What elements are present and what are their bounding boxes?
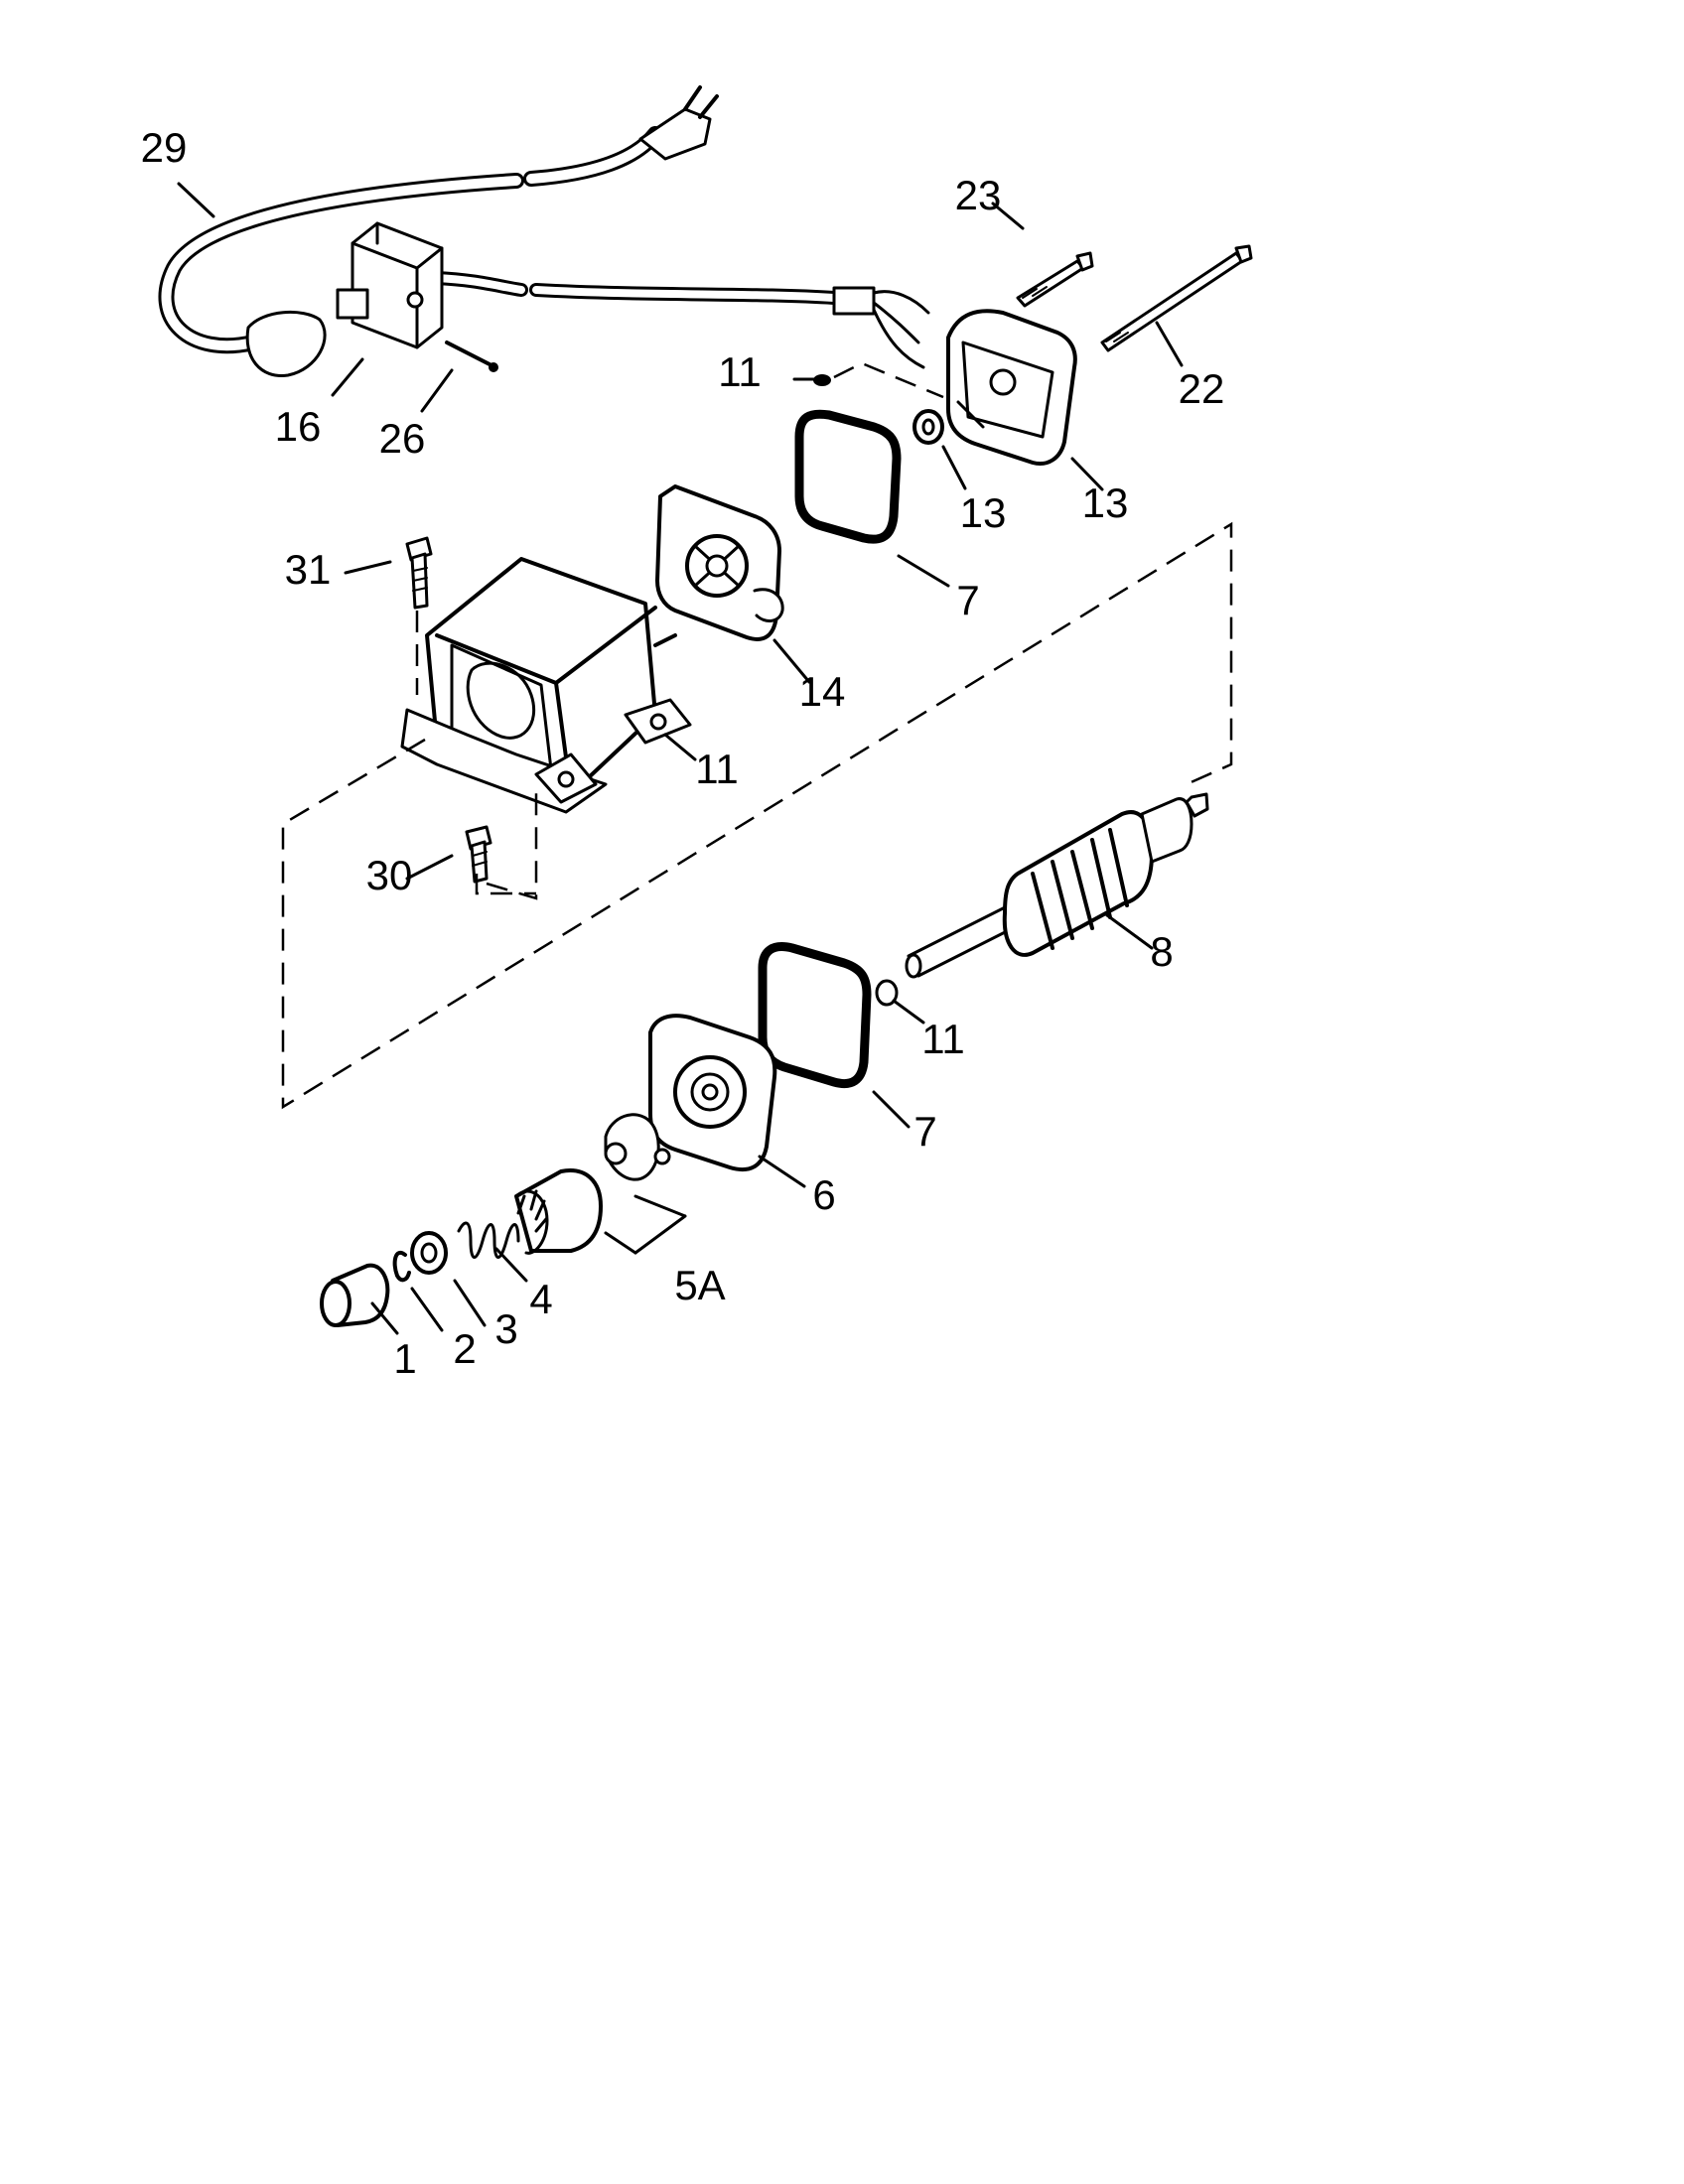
label-part-6: 6: [812, 1171, 835, 1218]
drive-spring-drawing: [457, 1221, 520, 1259]
drive-end-cap-drawing: [648, 1014, 777, 1172]
stop-collar-drawing: [410, 1231, 448, 1275]
motor-housing-drawing: [400, 557, 692, 814]
power-cord-drawing: [158, 85, 930, 377]
label-part-9: 11: [695, 746, 739, 792]
mounting-bolts-drawing: [405, 536, 538, 900]
leader-lines: [177, 182, 1184, 1335]
armature-drawing: [905, 792, 1209, 979]
drive-pinion-drawing: [514, 1113, 671, 1255]
drive-cap-drawing: [320, 1263, 390, 1327]
label-part-29: 29: [141, 124, 188, 171]
brush-holder-plate-drawing: [655, 484, 784, 641]
label-part-11: 11: [921, 1016, 965, 1062]
label-part-3: 3: [494, 1305, 517, 1352]
through-bolts-drawing: [1016, 244, 1253, 352]
label-part-7-upper: 7: [956, 577, 979, 623]
bearing-washer-drawing: [912, 409, 944, 445]
thrust-washer-drawing: [875, 979, 899, 1007]
screw-14-drawing: [813, 361, 944, 399]
label-part-7-lower: 7: [913, 1108, 936, 1155]
label-part-16: 16: [275, 403, 322, 450]
label-part-2: 2: [453, 1325, 476, 1372]
label-part-4: 4: [529, 1276, 552, 1322]
label-part-23: 23: [955, 172, 1002, 218]
part-labels: 29 16 26 23 22 11 13 13 7 31 14 11 30 8 …: [141, 124, 1225, 1382]
label-part-5a: 5A: [674, 1262, 725, 1308]
label-part-13: 13: [960, 489, 1007, 536]
label-part-10: 14: [799, 668, 846, 715]
seal-ring-lower-drawing: [758, 942, 872, 1089]
label-part-1: 1: [393, 1335, 416, 1382]
label-part-15: 13: [1082, 479, 1129, 526]
alignment-dashed-line: [281, 521, 1233, 1110]
label-part-26: 26: [379, 415, 426, 462]
label-part-30: 30: [366, 852, 413, 898]
seal-ring-upper-drawing: [794, 409, 902, 544]
label-part-8: 8: [1150, 928, 1173, 975]
label-part-14: 11: [718, 348, 762, 395]
switch-box-drawing: [336, 221, 498, 372]
label-part-31: 31: [285, 546, 332, 593]
commutator-end-cap-drawing: [946, 309, 1077, 466]
retaining-ring-drawing: [392, 1251, 411, 1283]
label-part-22: 22: [1179, 365, 1225, 412]
